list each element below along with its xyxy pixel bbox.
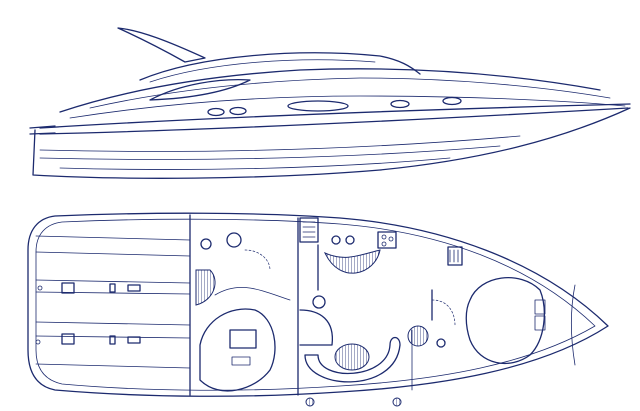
hatch-cover	[61, 282, 75, 294]
u-settee	[304, 336, 401, 383]
bed	[199, 308, 276, 392]
windscreen	[149, 79, 251, 101]
hull-window	[287, 100, 349, 112]
hatch-cover	[61, 333, 75, 345]
aft-cabin	[195, 232, 291, 392]
forward-cabin	[436, 246, 576, 366]
hull-side	[32, 107, 631, 179]
hardtop	[139, 52, 421, 81]
sheer-line	[39, 103, 631, 129]
v-berth	[465, 277, 545, 365]
dinette-sofa	[323, 249, 381, 274]
cleat	[109, 335, 116, 345]
cleat	[127, 336, 141, 344]
saloon-table	[334, 343, 370, 371]
porthole	[442, 96, 462, 106]
deck-plan-view	[27, 212, 609, 407]
cleat	[127, 284, 141, 292]
side-elevation-view	[29, 27, 631, 179]
hull-outline	[27, 212, 609, 397]
companionway	[299, 217, 333, 346]
porthole	[229, 106, 247, 116]
radar-arch	[117, 27, 206, 63]
stove	[377, 231, 397, 249]
helm-wheel	[312, 295, 326, 309]
porthole	[390, 99, 410, 109]
saloon	[304, 231, 456, 407]
superstructure	[59, 68, 601, 113]
porthole	[207, 107, 225, 117]
swim-platform	[29, 125, 56, 135]
cockpit	[35, 235, 191, 369]
cleat	[109, 283, 116, 293]
